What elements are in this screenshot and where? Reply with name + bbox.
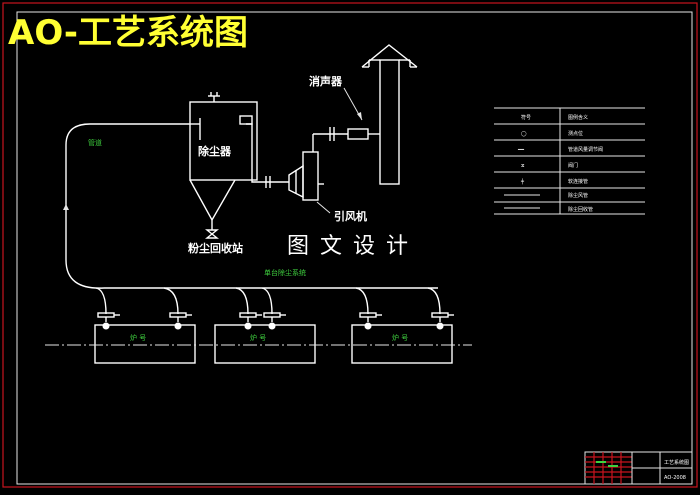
furnace-2: [214, 324, 316, 364]
branch-dampers: [97, 312, 454, 318]
furnace-1-label: 炉 号: [130, 333, 146, 342]
sheet-border: [2, 2, 698, 488]
left-riser-duct: [65, 123, 190, 289]
watermark-text: 图 文 设 计: [287, 234, 410, 259]
fan-label: 引风机: [334, 209, 367, 223]
legend-symbol-0: 符号: [521, 114, 531, 121]
legend-meaning-0: 图例含义: [568, 114, 588, 121]
drawing-frame: [16, 11, 693, 485]
legend-meaning-4: 软连接管: [568, 178, 588, 185]
title-block: [584, 451, 693, 485]
legend-symbol-4: ╪: [520, 178, 525, 185]
header-label: 单台除尘系统: [264, 268, 306, 277]
legend-meaning-5: 除尘风管: [568, 192, 588, 199]
furnace-2-label: 炉 号: [250, 333, 266, 342]
silencer-label: 消声器: [309, 74, 343, 88]
legend-meaning-2: 管道风量调节阀: [568, 146, 603, 153]
measuring-points: [102, 317, 444, 330]
legend-meaning-1: 测点位: [568, 130, 583, 137]
flow-arrow-icon: [63, 204, 69, 210]
fan: [288, 151, 324, 201]
legend-symbol-1: ◯: [521, 131, 527, 137]
legend-meaning-3: 阀门: [568, 162, 578, 169]
branch-ducts: [95, 287, 441, 315]
exhaust-stack: [361, 44, 418, 185]
dust-collector: [189, 92, 258, 239]
legend-symbol-2: ━━: [517, 147, 525, 153]
furnace-3: [351, 324, 453, 364]
legend-table: [494, 107, 645, 215]
legend-meaning-6: 除尘回收管: [568, 206, 593, 213]
legend-symbol-3: ⧖: [521, 163, 525, 169]
collector-to-fan-duct: [246, 123, 289, 183]
furnace-1: [94, 324, 196, 364]
left-riser-label: 管道: [88, 138, 102, 147]
title-block-name: 工艺系统图: [664, 459, 689, 466]
drawing-title: AO-工艺系统图: [8, 13, 248, 53]
furnace-3-label: 炉 号: [392, 333, 408, 342]
title-block-number: AO-2008: [664, 475, 686, 481]
dust-recovery-station-label: 粉尘回收站: [188, 241, 243, 255]
dust-collector-label: 除尘器: [198, 144, 232, 158]
silencer: [347, 128, 369, 140]
